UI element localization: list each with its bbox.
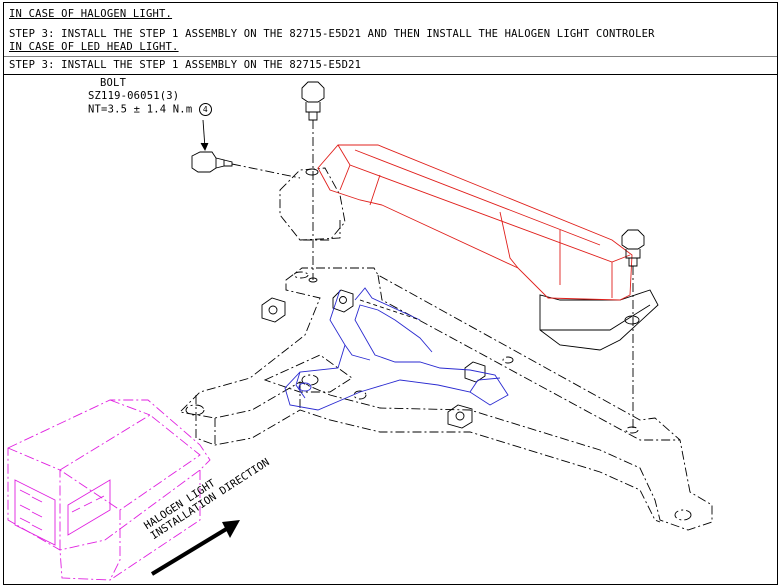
- bolt-horizontal: [191, 119, 301, 179]
- bolt-name: BOLT: [100, 77, 127, 89]
- weld-nuts: [261, 289, 486, 429]
- outer-border: [3, 2, 778, 585]
- controller-connector: [14, 479, 111, 546]
- mounting-bracket: [179, 267, 713, 531]
- bolt-torque-value: NT=3.5 ± 1.4 N.m: [88, 103, 193, 116]
- light-support-bracket-left: [279, 167, 346, 241]
- light-support-bracket-right: [539, 289, 659, 351]
- halogen-light-controller: [7, 399, 211, 581]
- header-halogen-step: STEP 3: INSTALL THE STEP 1 ASSEMBLY ON T…: [9, 28, 655, 40]
- bolt-top: [301, 81, 325, 283]
- torque-index-badge: 4: [198, 103, 212, 116]
- installation-direction-arrow: [150, 520, 240, 576]
- bolt-part-number: SZ119-06051(3): [88, 90, 180, 102]
- routing-lines: [299, 220, 421, 321]
- header-led-step: STEP 3: INSTALL THE STEP 1 ASSEMBLY ON T…: [9, 59, 362, 71]
- halogen-light-assembly: [317, 144, 633, 301]
- bolt-torque: NT=3.5 ± 1.4 N.m 4: [88, 103, 212, 116]
- wire-harness: [284, 287, 509, 411]
- header-halogen-title: IN CASE OF HALOGEN LIGHT.: [9, 8, 173, 20]
- header-led-title: IN CASE OF LED HEAD LIGHT.: [9, 41, 179, 53]
- bolt-right: [621, 229, 645, 428]
